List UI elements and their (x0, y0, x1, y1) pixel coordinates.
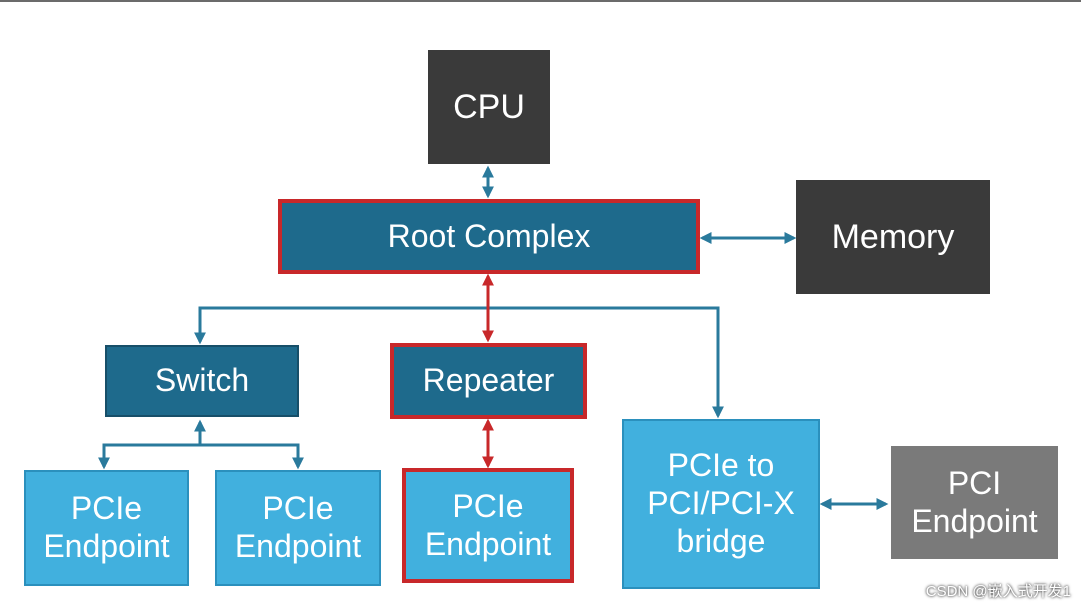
repeater-label: Repeater (422, 362, 555, 399)
pcie-endpoint-highlighted-node: PCIe Endpoint (402, 468, 574, 583)
repeater-node: Repeater (390, 343, 587, 419)
memory-node: Memory (796, 180, 990, 294)
pci-endpoint-label: PCI Endpoint (911, 464, 1038, 539)
watermark: CSDN @嵌入式开发1 (925, 583, 1071, 600)
bridge-label: PCIe to PCI/PCI-X bridge (647, 447, 795, 559)
pcie-endpoint-label: PCIe Endpoint (234, 490, 362, 564)
top-divider (0, 0, 1081, 2)
edge-root-switch (194, 306, 488, 345)
pcie-endpoint-label: PCIe Endpoint (43, 490, 170, 564)
pcie-to-pci-bridge-node: PCIe to PCI/PCI-X bridge (622, 419, 820, 589)
root-complex-label: Root Complex (387, 217, 591, 254)
edge-switch-endpoint-1 (98, 443, 200, 470)
edge-switch-endpoint-2 (200, 443, 304, 470)
cpu-label: CPU (453, 87, 525, 126)
memory-label: Memory (831, 217, 955, 256)
pci-endpoint-node: PCI Endpoint (891, 446, 1058, 559)
pcie-endpoint-label: PCIe Endpoint (424, 487, 552, 562)
root-complex-node: Root Complex (278, 199, 700, 274)
pcie-endpoint-node: PCIe Endpoint (215, 470, 381, 586)
switch-node: Switch (105, 345, 299, 417)
edge-root-bridge (488, 306, 724, 419)
pcie-endpoint-node: PCIe Endpoint (24, 470, 189, 586)
switch-label: Switch (154, 362, 250, 399)
cpu-node: CPU (428, 50, 550, 164)
